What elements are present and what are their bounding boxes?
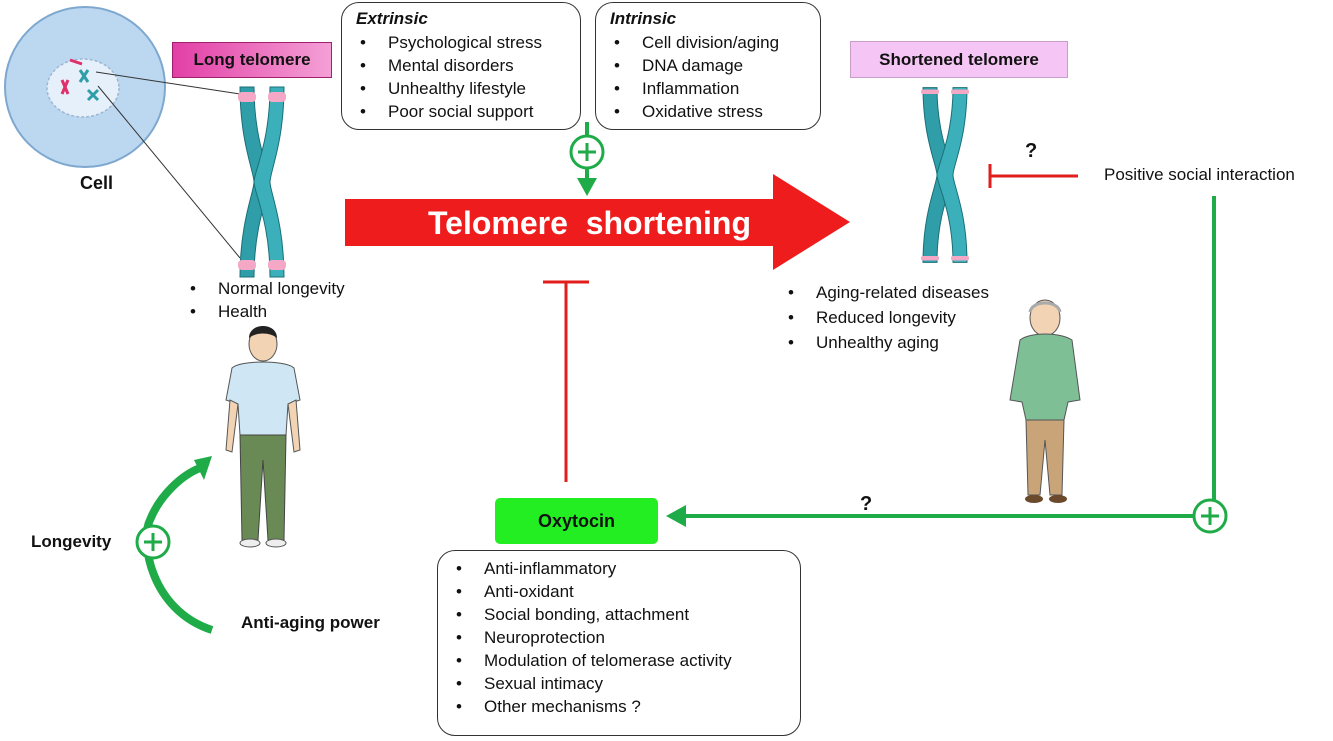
telomere-shortening-arrow (345, 174, 850, 270)
extrinsic-item: Psychological stress (356, 31, 570, 54)
long-chromosome (238, 86, 286, 278)
oxytocin-effects-box: Anti-inflammatory Anti-oxidant Social bo… (437, 550, 801, 736)
intrinsic-item: Oxidative stress (610, 100, 810, 123)
oxytocin-effect-item: Modulation of telomerase activity (452, 649, 790, 672)
extrinsic-factors-box: Extrinsic Psychological stress Mental di… (341, 2, 581, 130)
long-telomere-label: Long telomere (172, 42, 332, 78)
cell-label: Cell (80, 173, 114, 193)
young-outcomes-list: Normal longevity Health (186, 277, 345, 323)
oxytocin-effect-item: Anti-inflammatory (452, 557, 790, 580)
intrinsic-item: Inflammation (610, 77, 810, 100)
extrinsic-item: Mental disorders (356, 54, 570, 77)
oxytocin-effect-item: Other mechanisms ? (452, 695, 790, 718)
extrinsic-item: Unhealthy lifestyle (356, 77, 570, 100)
elderly-outcome-item: Aging-related diseases (784, 280, 989, 305)
oxytocin-inhibition-line (543, 280, 589, 482)
extrinsic-title: Extrinsic (356, 9, 428, 28)
positive-social-interaction-label: Positive social interaction (1104, 165, 1295, 184)
intrinsic-factors-box: Intrinsic Cell division/aging DNA damage… (595, 2, 821, 130)
longevity-label: Longevity (31, 532, 112, 551)
social-to-oxytocin-arrow (666, 196, 1228, 534)
oxytocin-label: Oxytocin (495, 498, 658, 544)
elderly-outcome-item: Reduced longevity (784, 305, 989, 330)
shortened-chromosome (921, 87, 969, 263)
young-person-illustration (225, 326, 301, 548)
longevity-cycle (135, 456, 214, 634)
cell-illustration (4, 6, 241, 259)
social-question-mark: ? (1025, 140, 1038, 162)
social-inhibition-line (988, 164, 1078, 188)
anti-aging-power-label: Anti-aging power (241, 613, 380, 632)
young-outcome-item: Health (186, 300, 345, 323)
oxytocin-question-mark: ? (860, 493, 873, 515)
elderly-outcome-item: Unhealthy aging (784, 330, 989, 355)
intrinsic-title: Intrinsic (610, 9, 677, 28)
young-outcome-item: Normal longevity (186, 277, 345, 300)
elderly-outcomes-list: Aging-related diseases Reduced longevity… (784, 280, 989, 355)
extrinsic-item: Poor social support (356, 100, 570, 123)
shortened-telomere-label: Shortened telomere (850, 41, 1068, 78)
oxytocin-effect-item: Anti-oxidant (452, 580, 790, 603)
intrinsic-item: DNA damage (610, 54, 810, 77)
oxytocin-effect-item: Sexual intimacy (452, 672, 790, 695)
oxytocin-effect-item: Neuroprotection (452, 626, 790, 649)
oxytocin-effect-item: Social bonding, attachment (452, 603, 790, 626)
intrinsic-item: Cell division/aging (610, 31, 810, 54)
factors-plus-arrow (569, 122, 605, 196)
telomere-shortening-label: Telomere shortening (428, 205, 752, 241)
elderly-person-illustration (1009, 299, 1081, 503)
